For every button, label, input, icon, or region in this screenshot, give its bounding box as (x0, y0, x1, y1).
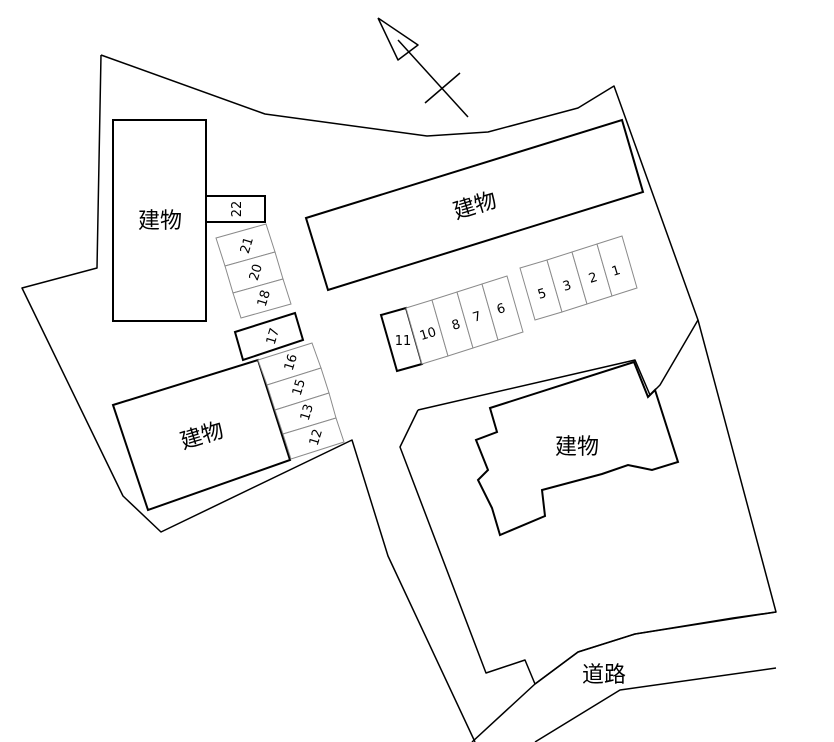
slot-number-15: 15 (290, 377, 309, 397)
parking-slot-18 (232, 278, 292, 319)
building-top-left: 建物 (112, 119, 207, 322)
slot-number-22: 22 (230, 201, 245, 218)
lot-line-right-west (399, 409, 536, 685)
parking-slot-22: 22 (205, 195, 266, 223)
road-edge (534, 611, 777, 685)
slot-number-18: 18 (255, 288, 274, 308)
building-top-center: 建物 (304, 118, 645, 292)
building-label: 建物 (555, 435, 599, 460)
slot-number-20: 20 (247, 262, 266, 282)
site-boundary-west (21, 54, 476, 742)
road-label: 道路 (582, 663, 626, 688)
parking-slot-17: 17 (233, 311, 305, 362)
building-left: 建物 (111, 358, 292, 512)
parking-column-south: 16 15 13 12 (257, 342, 345, 460)
slot-number-16: 16 (282, 352, 301, 372)
slot-number-13: 13 (298, 402, 317, 422)
slot-number-21: 21 (238, 235, 257, 255)
road-edge-south (534, 667, 777, 742)
slot-number-11: 11 (395, 334, 412, 349)
parking-slot-12 (282, 417, 345, 460)
parking-row-center: 11 10 8 7 6 (379, 275, 524, 373)
slot-number-10: 10 (418, 325, 438, 344)
building-right: 建物 (474, 360, 680, 537)
slot-number-12: 12 (307, 427, 326, 447)
parking-slot-1 (596, 235, 638, 297)
slot-number-17: 17 (264, 326, 283, 346)
parking-row-east: 5 3 2 1 (519, 235, 638, 321)
parking-slot-6 (481, 275, 524, 341)
north-arrow-icon (377, 17, 469, 118)
parking-column-north: 21 20 18 (215, 223, 292, 319)
building-label: 建物 (138, 209, 182, 234)
